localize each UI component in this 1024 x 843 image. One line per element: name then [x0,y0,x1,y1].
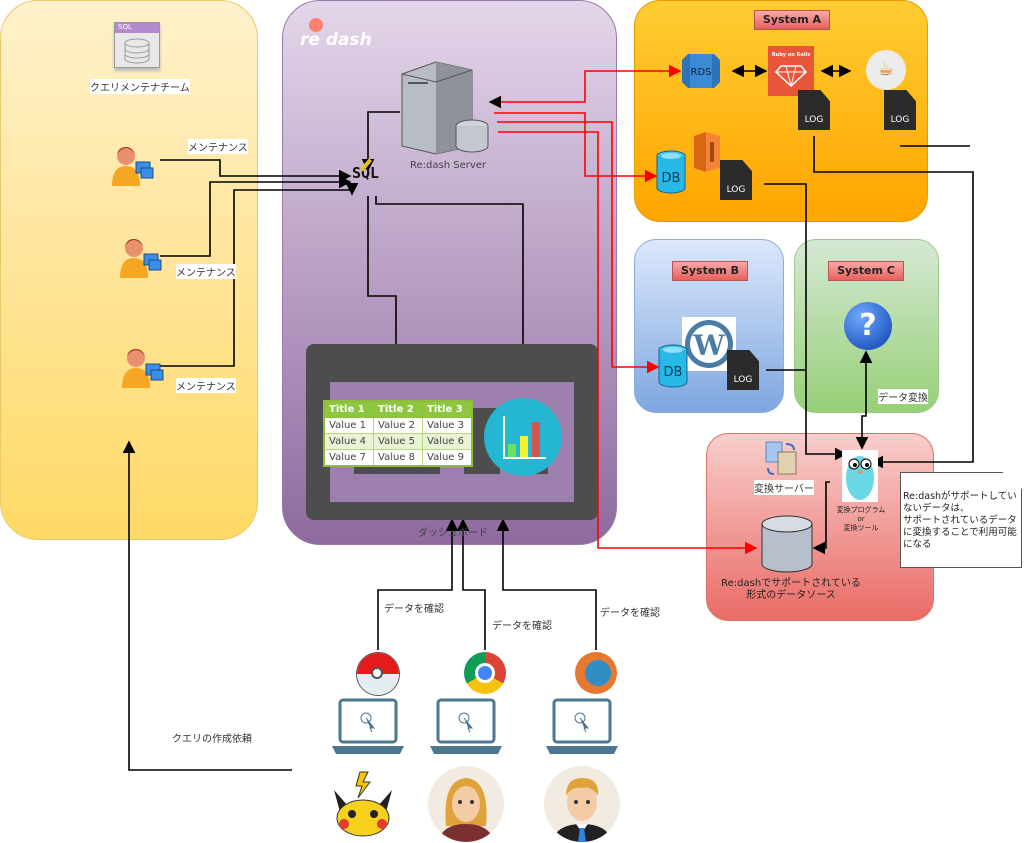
pokeball-icon [356,652,400,696]
line-server-datasource [498,131,758,555]
table-header: Title 1 [323,400,374,418]
laptop-icon [330,698,406,756]
bar-chart-icon [484,398,562,476]
system-a-title: System A [754,10,830,30]
server-label: Re:dash Server [410,160,487,171]
maintainer-icon [118,236,164,278]
line-server-sql [361,111,400,172]
line-server-rds [488,64,682,109]
line-logA1-gopher [764,183,848,461]
maintenance-label-1: メンテナンス [188,139,248,154]
line-logRails-gopher [813,136,974,469]
male-user-avatar [544,766,620,842]
line-user2-dashboard [456,518,486,650]
log-file-icon: LOG [798,90,830,130]
firefox-icon [575,652,617,694]
table-row: Value 7 Value 8 Value 9 [323,449,473,467]
datasource-label: Re:dashでサポートされている 形式のデータソース [721,578,861,601]
sql-database-icon: SQL [114,22,160,68]
data-conversion-label: データ変換 [878,389,928,404]
gopher-icon [842,450,878,502]
note-box: Re:dashがサポートしていないデータは、 サポートされているデータに変換する… [900,472,1022,568]
conversion-program-label: 変換プログラム or 変換ツール [836,506,886,532]
line-server-dbA [494,112,658,183]
rds-icon: RDS [680,50,722,92]
line-maintainer1-sql [160,159,352,183]
team-title: クエリメンテナチーム [90,79,190,94]
line-user1-dashboard [377,518,459,650]
db-icon: DB [655,150,687,196]
redash-logo-icon [309,18,323,32]
query-request-label: クエリの作成依頼 [172,734,252,745]
svg-text:DB: DB [662,171,681,186]
log-file-icon: LOG [884,90,916,130]
line-sql-chart [375,196,530,398]
table-header: Title 3 [422,400,473,418]
female-user-avatar [428,766,504,842]
line-request-team [122,440,292,771]
log-file-icon: LOG [727,350,759,390]
svg-text:DB: DB [664,365,683,380]
table-row: Value 4 Value 5 Value 6 [323,433,473,450]
dashboard-label: ダッシュボード [418,528,488,539]
svg-text:RDS: RDS [691,67,712,78]
datasource-cylinder-icon [760,514,814,574]
db-icon: DB [657,344,689,390]
line-gopher-question [855,350,873,450]
laptop-icon [544,698,620,756]
maintenance-label-3: メンテナンス [176,378,236,393]
svg-text:W: W [692,329,725,362]
conversion-server-panel [706,433,934,621]
confirm-data-label-3: データを確認 [600,608,660,619]
maintainer-icon [120,346,166,388]
maintainer-icon [110,144,156,186]
line-user3-dashboard [496,518,597,650]
sql-query-icon: SQL [352,158,379,182]
aws-lambda-icon [690,132,724,172]
maintenance-label-2: メンテナンス [176,264,236,279]
log-file-icon: LOG [720,160,752,200]
laptop-icon [428,698,504,756]
pikachu-avatar [330,768,396,838]
line-maintainer2-sql [160,175,352,257]
table-row: Value 1 Value 2 Value 3 [323,417,473,434]
system-c-title: System C [828,261,904,281]
data-table: Title 1 Title 2 Title 3 Value 1 Value 2 … [323,400,473,467]
chrome-icon [464,652,506,694]
confirm-data-label-2: データを確認 [492,621,552,632]
conversion-server-label: 変換サーバー [754,480,814,495]
confirm-data-label-1: データを確認 [384,604,444,615]
java-icon: ☕ [866,50,906,90]
redash-server-icon [400,60,490,155]
question-icon: ? [844,302,892,350]
system-b-title: System B [672,261,748,281]
ruby-on-rails-icon: Ruby on Rails [768,46,814,96]
line-gopher-datasource [812,481,830,555]
conversion-server-icon [764,440,802,476]
line-server-dbB [497,121,660,374]
table-header: Title 2 [373,400,423,418]
line-maintainer3-sql [160,182,359,367]
